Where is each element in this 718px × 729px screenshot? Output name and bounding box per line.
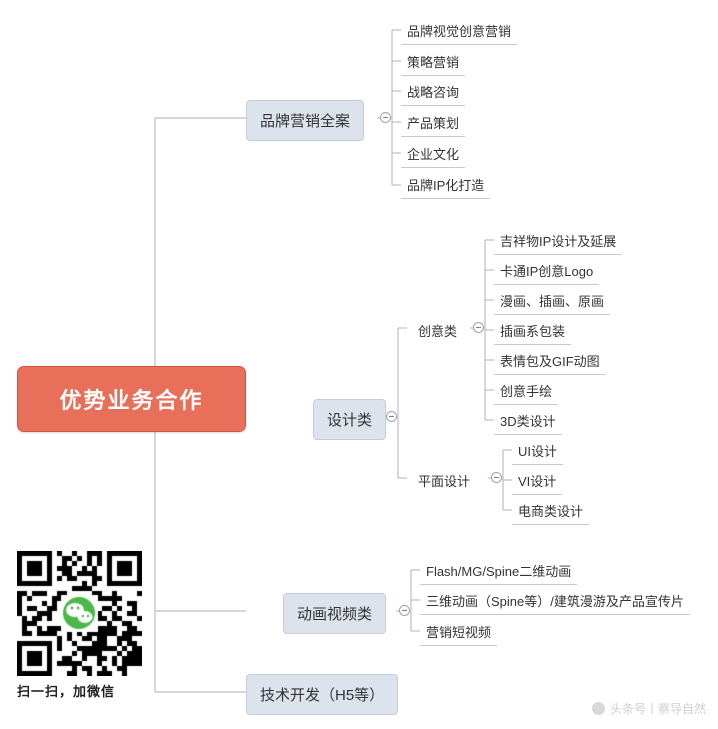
group-label-creative[interactable]: 创意类 (418, 324, 458, 339)
collapse-toggle-icon[interactable] (380, 112, 391, 123)
leaf-node[interactable]: Flash/MG/Spine二维动画 (420, 558, 578, 585)
watermark: 头条号丨蔡导自然 (591, 700, 706, 717)
leaf-node[interactable]: 企业文化 (401, 141, 466, 168)
leaf-node[interactable]: 3D类设计 (494, 408, 562, 435)
leaf-node[interactable]: UI设计 (512, 438, 564, 465)
leaf-node[interactable]: 漫画、插画、原画 (494, 288, 611, 315)
collapse-toggle-icon[interactable] (399, 605, 410, 616)
leaf-node[interactable]: 产品策划 (401, 110, 466, 137)
leaf-node[interactable]: 三维动画（Spine等）/建筑漫游及产品宣传片 (420, 588, 690, 615)
watermark-text: 头条号丨蔡导自然 (609, 702, 706, 716)
collapse-toggle-icon[interactable] (386, 411, 397, 422)
root-node[interactable]: 优势业务合作 (17, 366, 246, 432)
leaf-node[interactable]: 品牌视觉创意营销 (401, 18, 518, 45)
leaf-node[interactable]: 策略营销 (401, 49, 466, 76)
collapse-toggle-icon[interactable] (491, 472, 502, 483)
leaf-node[interactable]: 品牌IP化打造 (401, 172, 491, 199)
leaf-node[interactable]: 营销短视频 (420, 619, 498, 646)
leaf-node[interactable]: 插画系包装 (494, 318, 572, 345)
leaf-node[interactable]: 吉祥物IP设计及延展 (494, 228, 623, 255)
watermark-icon (591, 702, 605, 715)
wechat-qr-code (17, 551, 142, 676)
qr-caption: 扫一扫，加微信 (17, 684, 116, 699)
group-label-graphic-design[interactable]: 平面设计 (418, 474, 471, 489)
branch-node-animation-video[interactable]: 动画视频类 (283, 593, 387, 634)
leaf-node[interactable]: 电商类设计 (512, 498, 590, 525)
leaf-node[interactable]: 创意手绘 (494, 378, 559, 405)
qr-code-image (17, 551, 142, 676)
leaf-node[interactable]: 战略咨询 (401, 79, 466, 106)
branch-node-tech-development[interactable]: 技术开发（H5等） (246, 674, 399, 715)
branch-node-brand-marketing[interactable]: 品牌营销全案 (246, 100, 365, 141)
leaf-node[interactable]: 卡通IP创意Logo (494, 258, 600, 285)
leaf-node[interactable]: VI设计 (512, 468, 563, 495)
collapse-toggle-icon[interactable] (473, 322, 484, 333)
branch-node-design[interactable]: 设计类 (313, 399, 387, 440)
leaf-node[interactable]: 表情包及GIF动图 (494, 348, 606, 375)
